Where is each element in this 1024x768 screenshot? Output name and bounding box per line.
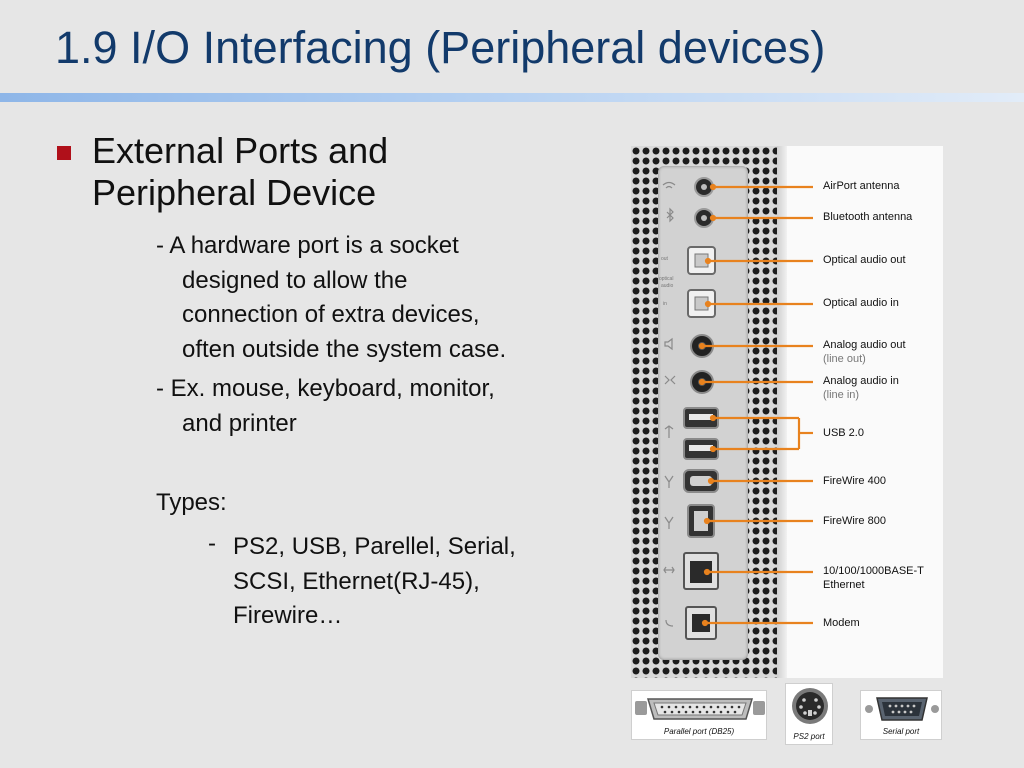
serial-port-caption: Serial port [882, 727, 920, 736]
ps2-port-caption: PS2 port [793, 732, 825, 741]
firewire800-icon [664, 516, 674, 529]
panel-edge [777, 146, 787, 678]
bullet-heading: External Ports and Peripheral Device [92, 130, 388, 214]
strip-audio-label: audio [661, 283, 673, 289]
example-paragraph: - Ex. mouse, keyboard, monitor, and prin… [156, 372, 495, 441]
optical-audio-in-label: Optical audio in [823, 297, 899, 309]
types-label: Types: [156, 489, 227, 516]
example-line: and printer [182, 409, 297, 437]
ethernet-icon [663, 566, 675, 574]
ethernet-label-line1: 10/100/1000BASE-T [823, 565, 924, 577]
port-diagram: out optical audio in [659, 177, 813, 640]
bluetooth-icon [666, 207, 674, 223]
example-line: - Ex. mouse, keyboard, monitor, [156, 375, 495, 402]
parallel-connector-icon [635, 698, 765, 720]
title-underline [0, 93, 1024, 102]
port-panel-image: out optical audio in [631, 146, 943, 678]
phone-icon [665, 619, 674, 627]
analog-audio-in-label: Analog audio in [823, 375, 899, 387]
ps2-connector-icon [792, 688, 828, 724]
firewire-icon [664, 475, 674, 488]
bluetooth-antenna-label: Bluetooth antenna [823, 211, 913, 223]
definition-line: - A hardware port is a socket [156, 232, 459, 259]
definition-line: designed to allow the [182, 266, 408, 294]
definition-line: often outside the system case. [182, 335, 507, 363]
modem-label: Modem [823, 617, 860, 629]
optical-audio-out-label: Optical audio out [823, 254, 906, 266]
wifi-icon [662, 181, 676, 189]
serial-port-image: Serial port [860, 690, 942, 740]
bullet-square-icon [57, 146, 71, 160]
definition-paragraph: - A hardware port is a socket designed t… [156, 229, 506, 367]
parallel-port-caption: Parallel port (DB25) [663, 727, 735, 736]
ethernet-label-line2: Ethernet [823, 579, 865, 591]
strip-out-label: out [661, 256, 669, 262]
analog-audio-out-label: Analog audio out [823, 339, 906, 351]
airport-antenna-label: AirPort antenna [823, 180, 900, 192]
ps2-port-image: PS2 port [785, 683, 833, 745]
usb-label: USB 2.0 [823, 427, 864, 439]
types-line: Firewire… [233, 602, 343, 629]
types-dash: - [208, 530, 216, 557]
heading-line: Peripheral Device [92, 172, 377, 213]
line-in-label: (line in) [823, 389, 860, 401]
firewire800-label: FireWire 800 [823, 515, 886, 527]
callout-lines [698, 183, 813, 627]
line-out-label: (line out) [823, 353, 866, 365]
line-in-icon [664, 375, 676, 385]
serial-connector-icon [865, 697, 939, 721]
parallel-port-image: Parallel port (DB25) [631, 690, 767, 740]
speaker-icon [664, 337, 673, 351]
heading-line: External Ports and [92, 130, 389, 171]
types-line: PS2, USB, Parellel, Serial, [233, 533, 516, 560]
types-line: SCSI, Ethernet(RJ-45), [233, 567, 480, 595]
usb-icon [664, 425, 674, 438]
firewire400-label: FireWire 400 [823, 475, 886, 487]
types-list: PS2, USB, Parellel, Serial, SCSI, Ethern… [233, 530, 516, 634]
slide-title: 1.9 I/O Interfacing (Peripheral devices) [55, 22, 826, 73]
strip-optical-label: optical [659, 276, 673, 282]
strip-in-label: in [663, 301, 667, 307]
definition-line: connection of extra devices, [182, 301, 480, 328]
